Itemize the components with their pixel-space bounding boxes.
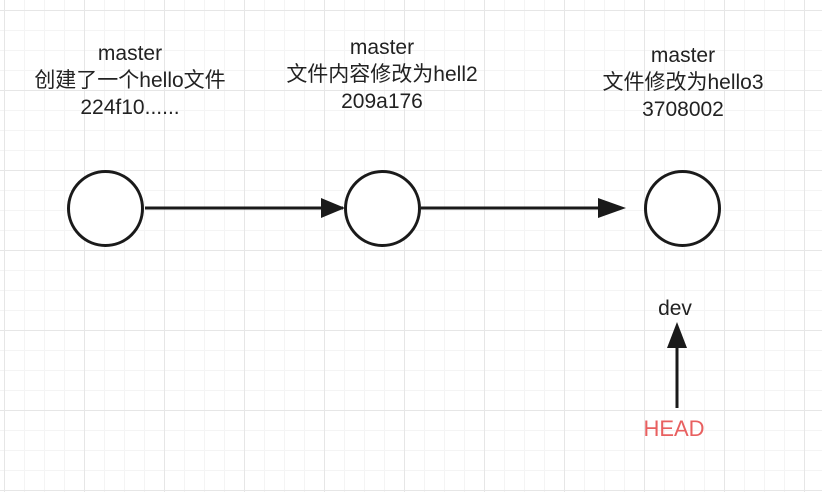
- commit-node-3: [644, 170, 721, 247]
- commit-node-1: [67, 170, 144, 247]
- commit-1-message: 创建了一个hello文件: [34, 69, 226, 92]
- commit-label-2: master 文件内容修改为hell2 209a176: [286, 34, 477, 115]
- commit-3-branch: master: [650, 44, 716, 67]
- head-pointer-label: HEAD: [643, 416, 705, 441]
- commit-2-message: 文件内容修改为hell2: [286, 63, 478, 86]
- commit-1-hash: 224f10......: [80, 96, 180, 119]
- dev-branch-label: dev: [658, 297, 692, 320]
- commit-node-2: [344, 170, 421, 247]
- arrowhead-commit3: [598, 198, 626, 218]
- commit-2-branch: master: [349, 36, 415, 59]
- arrowhead-commit2: [321, 198, 345, 218]
- commit-label-3: master 文件修改为hello3 3708002: [602, 42, 763, 123]
- commit-3-hash: 3708002: [642, 98, 724, 121]
- commit-label-1: master 创建了一个hello文件 224f10......: [34, 40, 225, 121]
- commit-2-hash: 209a176: [341, 90, 423, 113]
- commit-1-branch: master: [97, 42, 163, 65]
- arrowhead-dev: [667, 322, 687, 348]
- commit-3-message: 文件修改为hello3: [602, 71, 764, 94]
